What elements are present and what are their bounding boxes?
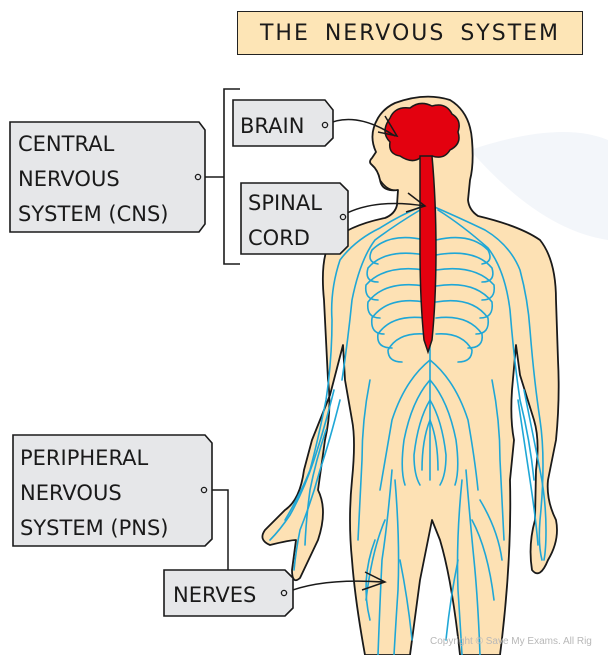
watermark-shape: [470, 132, 608, 240]
nerves-label-text: NERVES: [173, 583, 256, 607]
cns-label: CENTRAL NERVOUS SYSTEM (CNS): [9, 121, 206, 233]
peripheral-nerves: [269, 204, 547, 655]
brain-label-text: BRAIN: [240, 114, 304, 138]
pns-label-line-2: NERVOUS: [20, 481, 122, 505]
pns-label-line-3: SYSTEM (PNS): [20, 516, 168, 540]
cns-label-line-1: CENTRAL: [18, 132, 115, 156]
spinal-cord-shape: [419, 155, 437, 355]
diagram-title: THE NERVOUS SYSTEM: [259, 20, 561, 46]
title-box: THE NERVOUS SYSTEM: [237, 11, 583, 55]
brain-label: BRAIN: [232, 99, 334, 147]
cns-label-line-2: NERVOUS: [18, 167, 120, 191]
nerves-arrowhead: [361, 571, 387, 591]
spinal-cord-label: SPINAL CORD: [240, 182, 349, 255]
spinal-cord-arrow: [342, 202, 426, 216]
nerves-label: NERVES: [163, 569, 294, 617]
brain-shape: [384, 102, 460, 162]
cns-label-line-3: SYSTEM (CNS): [18, 202, 168, 226]
copyright-notice: Copyright © Save My Exams. All Rig: [430, 636, 592, 647]
brain-arrowhead: [377, 115, 399, 138]
body-silhouette: [261, 95, 560, 655]
pns-label-line-1: PERIPHERAL: [20, 446, 149, 470]
spinal-cord-arrowhead: [405, 192, 427, 213]
spinal-cord-label-line-2: CORD: [248, 226, 310, 250]
spinal-cord-label-line-1: SPINAL: [248, 191, 322, 215]
pns-label: PERIPHERAL NERVOUS SYSTEM (PNS): [12, 434, 213, 547]
